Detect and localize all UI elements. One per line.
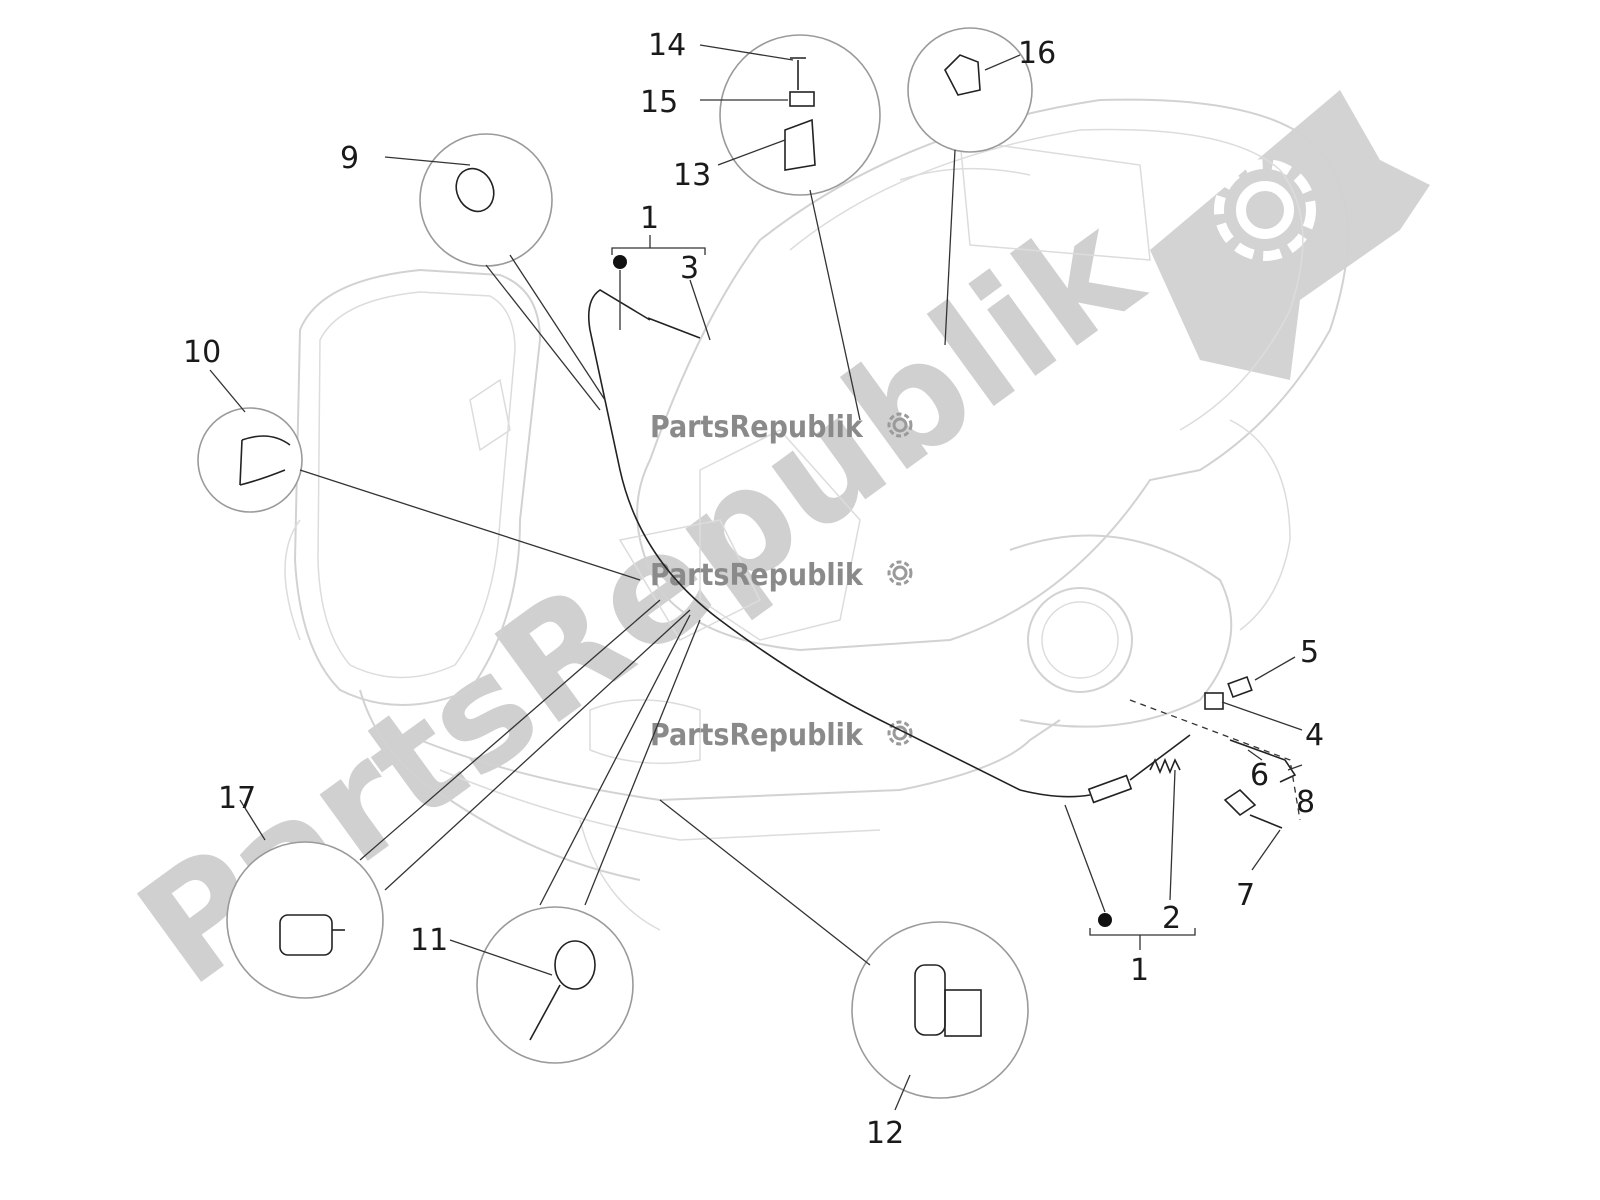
bracket-top: [611, 235, 711, 341]
label-8: 8: [1296, 785, 1315, 820]
label-11: 11: [410, 923, 448, 958]
bracket-bottom: [1064, 769, 1196, 950]
callout-12: [659, 799, 1029, 1111]
part-7-screw: [1249, 814, 1283, 829]
callout-17: [226, 599, 691, 999]
part-6-bracket: [1223, 788, 1257, 817]
brake-cable: [587, 289, 1191, 804]
label-2: 2: [1162, 901, 1181, 936]
callout-9: [384, 133, 606, 411]
part-5-sleeve: [1227, 675, 1253, 699]
svg-text:PartsRepublik: PartsRepublik: [650, 558, 864, 593]
gear-icon: [887, 412, 913, 438]
svg-text:PartsRepublik: PartsRepublik: [650, 718, 864, 753]
part-4-block: [1204, 692, 1224, 710]
callout-13-14-15: [699, 34, 881, 421]
label-14: 14: [648, 28, 686, 63]
gear-icon: [887, 560, 913, 586]
watermark-label-3: PartsRepublik: [650, 718, 913, 753]
label-6: 6: [1250, 758, 1269, 793]
hardware-parts: [1129, 675, 1301, 829]
callout-16: [907, 27, 1033, 346]
hardware-leaders: [1221, 656, 1303, 871]
scooter-body-outline: [284, 98, 1349, 931]
label-13: 13: [673, 158, 711, 193]
label-3: 3: [680, 251, 699, 286]
label-9: 9: [340, 141, 359, 176]
label-1-bottom: 1: [1130, 953, 1149, 988]
label-1-top: 1: [640, 201, 659, 236]
label-17: 17: [218, 781, 256, 816]
label-7: 7: [1236, 878, 1255, 913]
callout-11: [449, 614, 701, 1064]
watermark-label-2: PartsRepublik: [650, 558, 913, 593]
label-15: 15: [640, 85, 678, 120]
label-10: 10: [183, 335, 221, 370]
label-5: 5: [1300, 635, 1319, 670]
callout-10: [197, 369, 641, 581]
part-8-clip: [1229, 739, 1297, 783]
svg-text:PartsRepublik: PartsRepublik: [650, 410, 864, 445]
label-12: 12: [866, 1116, 904, 1151]
gear-flag-watermark-icon: [1150, 90, 1430, 380]
label-4: 4: [1305, 718, 1324, 753]
label-16: 16: [1018, 36, 1056, 71]
watermark-label-1: PartsRepublik: [650, 410, 913, 445]
